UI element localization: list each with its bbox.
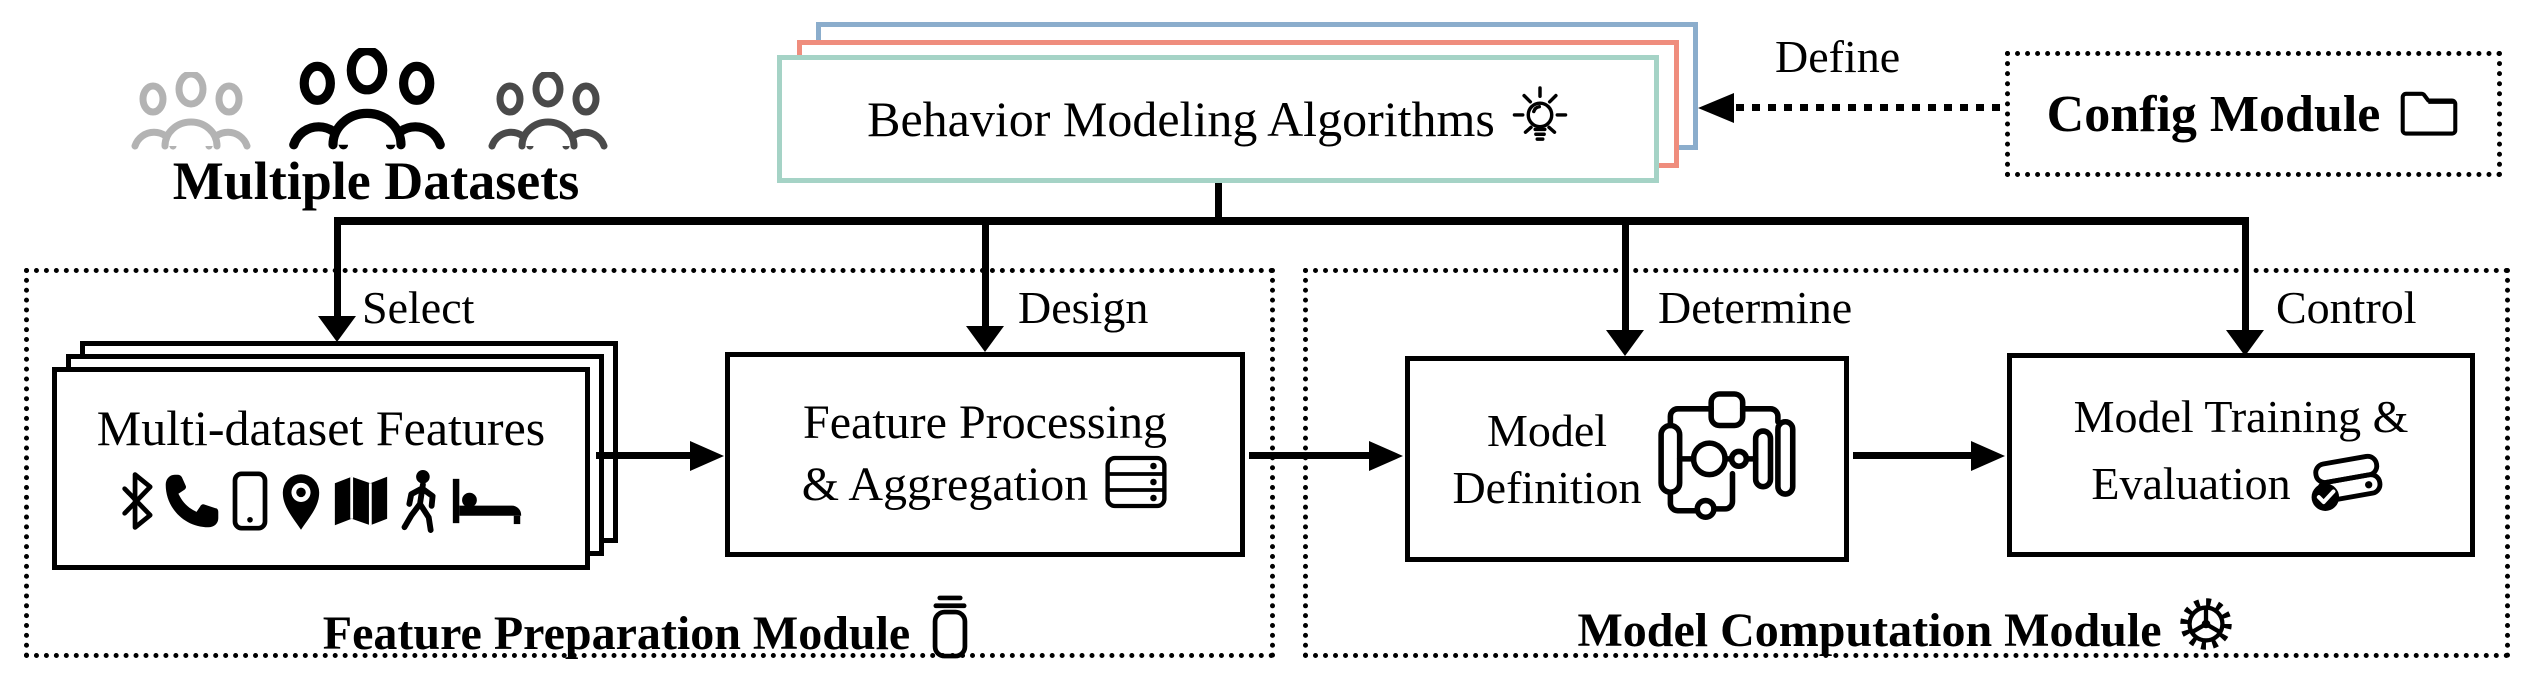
people-group-icon bbox=[286, 46, 448, 150]
design-arrow-line bbox=[982, 225, 989, 328]
design-arrowhead bbox=[966, 326, 1004, 352]
multi-dataset-features-box: Multi-dataset Features bbox=[52, 367, 590, 570]
dataset-feature-icons bbox=[119, 469, 523, 538]
feature-processing-line2: & Aggregation bbox=[801, 457, 1089, 511]
edge-label-define: Define bbox=[1775, 31, 1901, 82]
features-to-processing-arrowhead bbox=[690, 441, 724, 471]
features-to-processing-line bbox=[596, 452, 690, 459]
model-definition-line2: Definition bbox=[1452, 462, 1642, 513]
model-training-line2: Evaluation bbox=[2091, 458, 2291, 509]
select-arrowhead bbox=[318, 316, 356, 342]
algorithms-stem-line bbox=[1215, 183, 1222, 219]
behavior-modeling-algorithms-box: Behavior Modeling Algorithms bbox=[777, 55, 1659, 183]
edge-label-design: Design bbox=[1018, 282, 1149, 333]
feature-processing-line1: Feature Processing bbox=[803, 395, 1167, 449]
location-pin-icon bbox=[279, 470, 323, 537]
people-group-icon bbox=[116, 70, 266, 150]
edge-label-control: Control bbox=[2276, 282, 2417, 333]
drive-check-icon bbox=[2305, 447, 2391, 520]
gear-icon bbox=[2176, 594, 2236, 666]
bed-icon bbox=[451, 476, 523, 531]
model-computation-module bbox=[1303, 268, 2510, 658]
feature-preparation-module bbox=[24, 268, 1275, 658]
edge-label-determine: Determine bbox=[1658, 282, 1853, 333]
define-arrowhead bbox=[1698, 93, 1734, 123]
archive-stack-icon bbox=[924, 594, 976, 672]
feature-module-title: Feature Preparation Module bbox=[322, 606, 911, 660]
phone-icon bbox=[163, 472, 221, 535]
folder-icon bbox=[2398, 87, 2460, 142]
multiple-datasets-label: Multiple Datasets bbox=[172, 151, 580, 211]
map-icon bbox=[333, 473, 389, 534]
model-definition-line1: Model bbox=[1486, 404, 1608, 456]
server-icon bbox=[1104, 454, 1168, 515]
behavior-modeling-algorithms-label: Behavior Modeling Algorithms bbox=[867, 91, 1495, 147]
definition-to-training-line bbox=[1853, 452, 1971, 459]
processing-to-definition-line bbox=[1249, 452, 1369, 459]
smartphone-icon bbox=[231, 471, 269, 536]
feature-module-title-row: Feature Preparation Module bbox=[24, 594, 1275, 672]
define-arrow-line bbox=[1736, 104, 2005, 111]
distribution-line bbox=[334, 217, 2249, 225]
model-definition-box: Model Definition bbox=[1405, 356, 1849, 562]
definition-to-training-arrowhead bbox=[1971, 441, 2005, 471]
model-module-title-row: Model Computation Module bbox=[1303, 594, 2510, 666]
model-training-line1: Model Training & bbox=[2073, 391, 2409, 442]
bluetooth-icon bbox=[119, 471, 153, 536]
multi-dataset-features-label: Multi-dataset Features bbox=[96, 400, 546, 456]
control-arrow-line bbox=[2242, 225, 2249, 332]
model-graph-icon bbox=[1650, 388, 1802, 531]
walking-person-icon bbox=[399, 469, 441, 538]
feature-processing-box: Feature Processing & Aggregation bbox=[725, 352, 1245, 557]
determine-arrowhead bbox=[1606, 330, 1644, 356]
people-group-icon bbox=[470, 70, 626, 150]
edge-label-select: Select bbox=[362, 282, 475, 333]
config-module-box: Config Module bbox=[2005, 51, 2502, 177]
lightbulb-idea-icon bbox=[1511, 83, 1569, 156]
control-arrowhead bbox=[2226, 330, 2264, 356]
model-training-box: Model Training & Evaluation bbox=[2007, 353, 2475, 557]
determine-arrow-line bbox=[1622, 225, 1629, 332]
model-module-title: Model Computation Module bbox=[1577, 603, 2162, 657]
config-module-label: Config Module bbox=[2046, 85, 2381, 143]
processing-to-definition-arrowhead bbox=[1369, 441, 1403, 471]
